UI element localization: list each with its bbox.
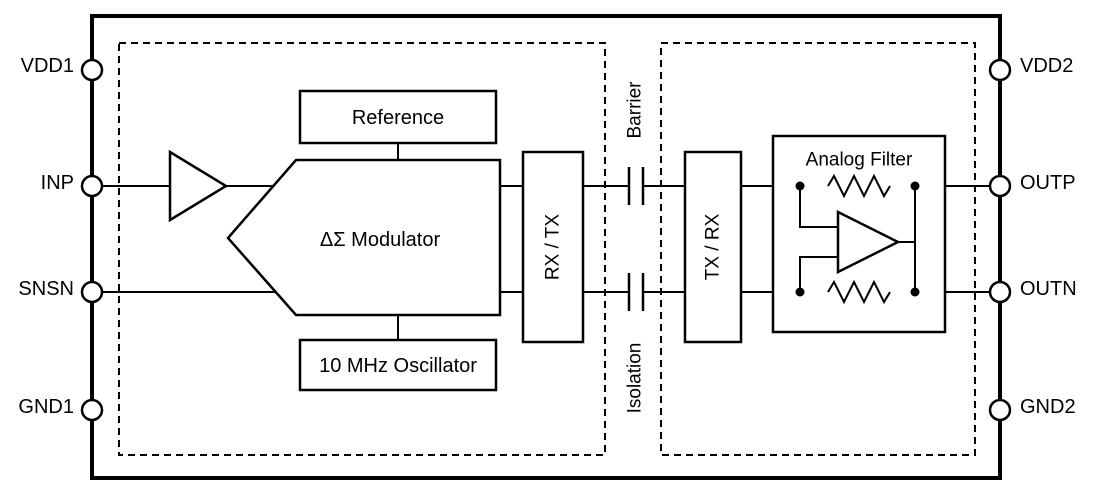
delta-sigma-modulator-label: ΔΣ Modulator xyxy=(320,229,441,251)
pin-inp-label: INP xyxy=(41,172,74,194)
isolation-barrier-bottom-label: Isolation xyxy=(625,343,646,414)
filter-amplifier-icon xyxy=(836,209,901,275)
oscillator-label: 10 MHz Oscillator xyxy=(319,355,477,377)
pin-gnd1-label: GND1 xyxy=(18,396,74,418)
pin-gnd2-label: GND2 xyxy=(1020,396,1076,418)
pin-outn xyxy=(988,280,1012,304)
analog-filter-block xyxy=(771,134,947,334)
isolation-barrier-top-label: Barrier xyxy=(625,81,646,139)
pin-inp xyxy=(80,174,104,198)
delta-sigma-modulator-block xyxy=(226,158,502,317)
tx-rx-label: TX / RX xyxy=(703,213,724,280)
oscillator-block xyxy=(298,338,498,392)
pin-gnd1 xyxy=(80,398,104,422)
filter-resistor-bottom xyxy=(827,279,891,305)
isolation-capacitor-bottom xyxy=(627,273,645,311)
left-die-boundary xyxy=(118,42,606,456)
pin-vdd2-label: VDD2 xyxy=(1020,55,1073,77)
wire-filter-input-top xyxy=(799,186,838,228)
tx-rx-block xyxy=(683,150,743,344)
pin-vdd1 xyxy=(80,58,104,82)
junction-dot xyxy=(795,181,805,191)
pin-snsn xyxy=(80,280,104,304)
rx-tx-block xyxy=(521,150,585,344)
pin-snsn-label: SNSN xyxy=(18,278,74,300)
junction-dot xyxy=(910,181,920,191)
pin-outn-label: OUTN xyxy=(1020,278,1077,300)
reference-block xyxy=(298,89,498,145)
wire-filter-input-bottom xyxy=(799,256,838,292)
filter-resistor-top xyxy=(827,173,891,199)
right-die-boundary xyxy=(660,42,976,456)
analog-filter-label: Analog Filter xyxy=(806,150,913,171)
pin-gnd2 xyxy=(988,398,1012,422)
input-amplifier-icon xyxy=(168,149,229,223)
rx-tx-label: RX / TX xyxy=(543,214,564,280)
reference-label: Reference xyxy=(352,107,444,129)
pin-outp-label: OUTP xyxy=(1020,172,1076,194)
pin-outp xyxy=(988,174,1012,198)
junction-dot xyxy=(910,287,920,297)
isolation-capacitor-top xyxy=(627,167,645,205)
pin-vdd1-label: VDD1 xyxy=(21,55,74,77)
junction-dot xyxy=(795,287,805,297)
pin-vdd2 xyxy=(988,58,1012,82)
